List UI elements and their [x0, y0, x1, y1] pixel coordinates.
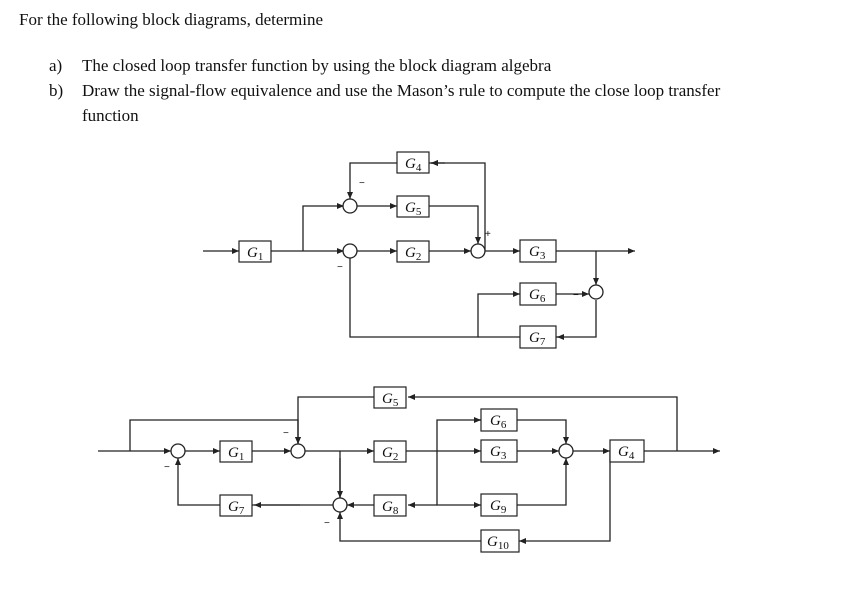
svg-text:G3: G3 [490, 444, 507, 462]
summing-junction [470, 243, 486, 259]
block-g7: G7 [519, 325, 557, 349]
summing-junction [558, 443, 574, 459]
block-g1: G1 [219, 440, 253, 463]
summing-junction [332, 497, 348, 513]
summing-junction [170, 443, 186, 459]
svg-text:G4: G4 [618, 444, 635, 462]
svg-text:G9: G9 [490, 498, 507, 516]
summing-junction [342, 243, 358, 259]
svg-text:G7: G7 [228, 499, 245, 517]
sign-label: + [485, 229, 491, 240]
block-g4: G4 [396, 151, 430, 174]
item-a-label: a) [49, 56, 63, 75]
svg-text:G5: G5 [382, 391, 399, 409]
svg-text:G6: G6 [529, 287, 546, 305]
item-b-text: Draw the signal-flow equivalence and use… [82, 81, 721, 100]
block-g1: G1 [238, 240, 272, 263]
sign-label: − [573, 290, 579, 301]
sign-label: − [283, 428, 289, 439]
item-b-continuation: function [82, 106, 139, 125]
svg-text:G1: G1 [228, 445, 244, 463]
svg-text:G1: G1 [247, 245, 263, 263]
block-g3: G3 [480, 439, 518, 463]
block-g6: G6 [480, 408, 518, 432]
sign-label: − [359, 178, 365, 189]
svg-text:G4: G4 [405, 156, 422, 174]
diagram-2: − − − G1 G7 G5 G2 G8 G6 G3 [98, 386, 720, 553]
block-g2: G2 [396, 240, 430, 263]
svg-text:G10: G10 [487, 534, 509, 552]
block-g2: G2 [373, 440, 407, 463]
block-g3: G3 [519, 239, 557, 263]
summing-junction [290, 443, 306, 459]
sign-label: − [337, 262, 343, 273]
block-g5: G5 [373, 386, 407, 409]
svg-text:G6: G6 [490, 413, 507, 431]
block-g10: G10 [480, 529, 520, 553]
question-intro: For the following block diagrams, determ… [19, 10, 324, 29]
summing-junction [588, 284, 604, 300]
svg-text:G2: G2 [382, 445, 398, 463]
svg-text:G2: G2 [405, 245, 421, 263]
block-g4: G4 [609, 439, 645, 463]
diagram-1: − − + − G1 G4 G5 G2 G3 G6 [203, 151, 635, 349]
block-g7: G7 [219, 494, 253, 517]
item-b-label: b) [49, 81, 64, 100]
block-g5: G5 [396, 195, 430, 218]
svg-text:G3: G3 [529, 244, 546, 262]
block-g9: G9 [480, 493, 518, 517]
item-a-text: The closed loop transfer function by usi… [82, 56, 552, 75]
summing-junction [342, 198, 358, 214]
sign-label: − [164, 462, 170, 473]
svg-text:G5: G5 [405, 200, 422, 218]
sign-label: − [324, 518, 330, 529]
svg-text:G8: G8 [382, 499, 399, 517]
block-g6: G6 [519, 282, 557, 306]
block-g8: G8 [373, 494, 407, 517]
svg-text:G7: G7 [529, 330, 546, 348]
